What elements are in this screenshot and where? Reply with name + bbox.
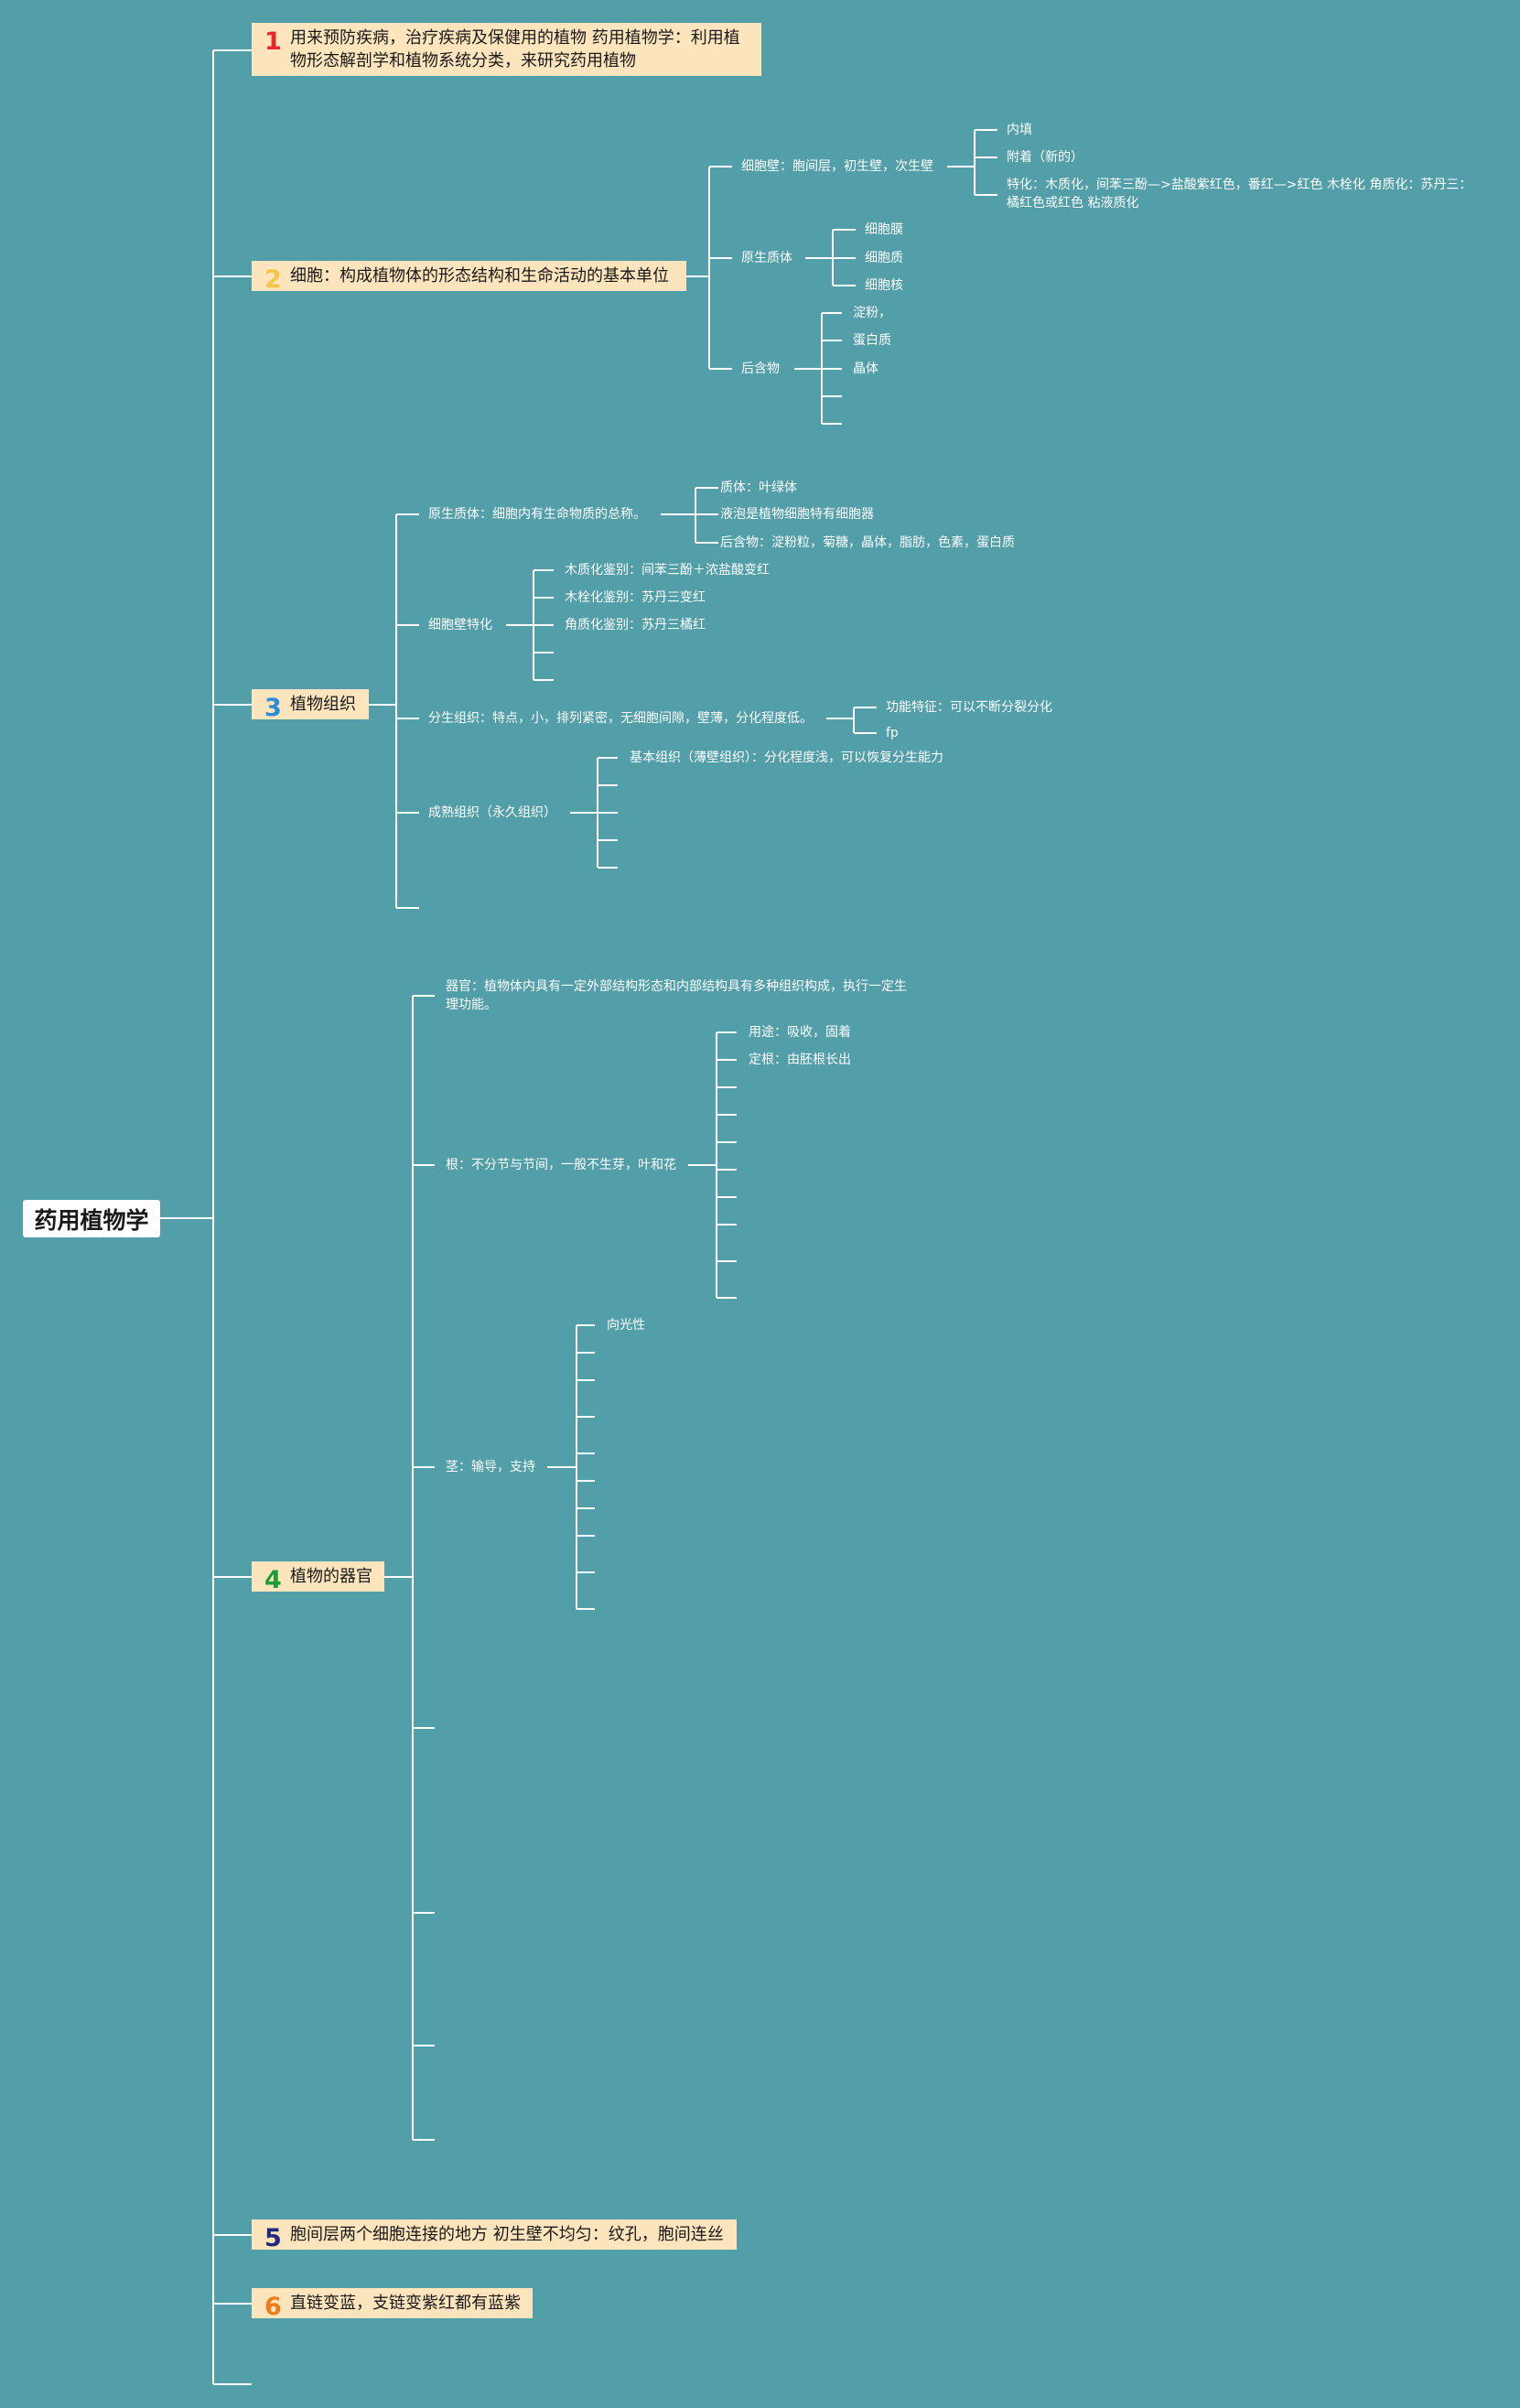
topic-text: 植物的器官: [290, 1567, 372, 1586]
protoplast-child[interactable]: 液泡是植物细胞特有细胞器: [720, 507, 874, 522]
topic-text: 胞间层两个细胞连接的地方 初生壁不均匀：纹孔，胞间连丝: [290, 2225, 724, 2244]
inclusions-child[interactable]: 淀粉，: [853, 306, 891, 320]
cell-wall-child[interactable]: 附着（新的）: [1007, 150, 1083, 165]
mature-tissue-node[interactable]: 成熟组织（永久组织）: [428, 805, 556, 820]
topic-number: 1: [264, 27, 282, 56]
protoplast-node[interactable]: 原生质体：细胞内有生命物质的总称。: [428, 507, 646, 522]
topic-number: 4: [264, 1566, 282, 1594]
topic-number: 6: [264, 2293, 282, 2321]
root-organ-child[interactable]: 定根：由胚根长出: [749, 1053, 851, 1067]
protoplasm-child[interactable]: 细胞质: [865, 251, 903, 265]
topic-text: 用来预防疾病，治疗疾病及保健用的植物 药用植物学：利用植物形态解剖学和植物系统分…: [290, 28, 740, 70]
cell-wall-child[interactable]: 特化：木质化，间苯三酚—>盐酸紫红色，番红—>红色 木栓化 角质化：苏丹三：橘红…: [1007, 178, 1472, 211]
protoplast-child[interactable]: 质体：叶绿体: [720, 481, 797, 495]
stem-organ-node[interactable]: 茎：输导，支持: [446, 1460, 535, 1474]
protoplast-child[interactable]: 后含物：淀粉粒，菊糖，晶体，脂肪，色素，蛋白质: [720, 535, 1015, 550]
protoplasm-child[interactable]: 细胞核: [865, 278, 903, 293]
stem-organ-child[interactable]: 向光性: [607, 1318, 645, 1333]
root-organ-node[interactable]: 根：不分节与节间，一般不生芽，叶和花: [446, 1158, 676, 1172]
cell-wall-node[interactable]: 细胞壁：胞间层，初生壁，次生壁: [741, 159, 933, 174]
topic-6[interactable]: 6 直链变蓝，支链变紫红都有蓝紫: [252, 2288, 533, 2321]
root-node[interactable]: 药用植物学: [23, 1200, 160, 1237]
inclusions-node[interactable]: 后含物: [741, 362, 780, 376]
wall-special-child[interactable]: 木栓化鉴别：苏丹三变红: [565, 590, 706, 605]
meristem-node[interactable]: 分生组织：特点，小，排列紧密，无细胞间隙，壁薄，分化程度低。: [428, 711, 813, 726]
topic-2[interactable]: 2 细胞：构成植物体的形态结构和生命活动的基本单位: [252, 261, 686, 294]
topic-3[interactable]: 3 植物组织: [252, 689, 369, 722]
root-organ-child[interactable]: 用途：吸收，固着: [749, 1025, 851, 1040]
protoplasm-child[interactable]: 细胞膜: [865, 222, 903, 237]
topic-text: 细胞：构成植物体的形态结构和生命活动的基本单位: [290, 266, 669, 286]
topic-1[interactable]: 1 用来预防疾病，治疗疾病及保健用的植物 药用植物学：利用植物形态解剖学和植物系…: [252, 23, 761, 76]
topic-4[interactable]: 4 植物的器官: [252, 1561, 384, 1594]
inclusions-child[interactable]: 晶体: [853, 362, 879, 376]
organ-definition-node[interactable]: 器官：植物体内具有一定外部结构形态和内部结构具有多种组织构成，执行一定生理功能。: [446, 979, 907, 1012]
meristem-child[interactable]: 功能特征：可以不断分裂分化: [886, 700, 1052, 715]
mature-tissue-child[interactable]: 基本组织（薄壁组织）：分化程度浅，可以恢复分生能力: [630, 750, 943, 765]
wall-special-node[interactable]: 细胞壁特化: [428, 618, 492, 632]
meristem-child[interactable]: fp: [886, 726, 899, 740]
cell-wall-child[interactable]: 内填: [1007, 123, 1032, 137]
topic-number: 3: [264, 694, 282, 722]
protoplasm-node[interactable]: 原生质体: [741, 251, 792, 265]
topic-5[interactable]: 5 胞间层两个细胞连接的地方 初生壁不均匀：纹孔，胞间连丝: [252, 2219, 737, 2252]
topic-text: 植物组织: [290, 695, 356, 714]
topic-number: 5: [264, 2224, 282, 2252]
topic-text: 直链变蓝，支链变紫红都有蓝紫: [290, 2294, 521, 2313]
inclusions-child[interactable]: 蛋白质: [853, 333, 891, 348]
wall-special-child[interactable]: 角质化鉴别：苏丹三橘红: [565, 618, 706, 632]
topic-number: 2: [264, 265, 282, 294]
wall-special-child[interactable]: 木质化鉴别：间苯三酚＋浓盐酸变红: [565, 563, 770, 578]
